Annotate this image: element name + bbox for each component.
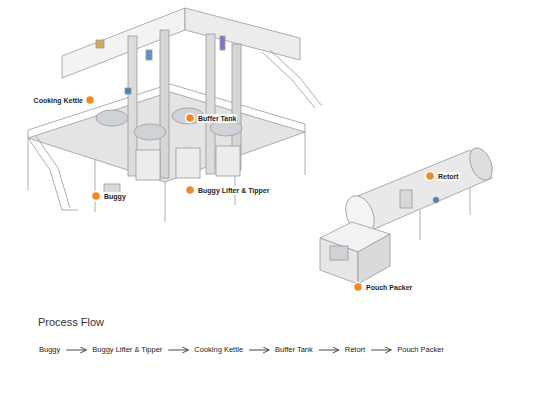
callout-label: Retort [437,172,460,181]
callout-dots [86,96,435,292]
callout-label: Buffer Tank [197,114,237,123]
flow-arrow [319,350,339,351]
flow-arrow [168,350,188,351]
process-step: Buggy Lifter & Tipper [91,345,163,355]
flow-arrow [66,350,86,351]
cooking-line-plant [28,8,322,222]
step-text: Retort [345,345,365,354]
step-text: Pouch Packer [397,345,444,354]
process-step: Cooking Kettle [193,345,244,355]
callout-label: Pouch Packer [365,283,413,292]
process-step: Buggy [38,345,61,355]
step-text: Buffer Tank [275,345,313,354]
step-text: Cooking Kettle [194,345,243,354]
callout-label: Buggy Lifter & Tipper [197,186,270,195]
callout-label: Buggy [103,192,127,201]
flow-arrow [371,350,391,351]
pouch-packer-machine [320,222,390,284]
step-text: Buggy [39,345,60,354]
step-text: Buggy Lifter & Tipper [92,345,162,354]
process-step: Pouch Packer [396,345,445,355]
process-step: Retort [344,345,366,355]
flow-arrow [249,350,269,351]
callout-label: Cooking Kettle [33,96,84,105]
process-step: Buffer Tank [274,345,314,355]
section-title: Process Flow [38,316,104,329]
